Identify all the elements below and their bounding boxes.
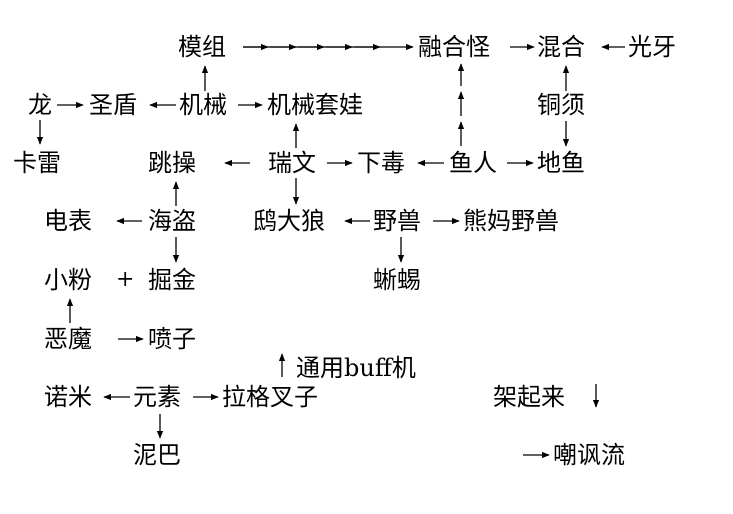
node-yuren: 鱼人 [449, 149, 497, 177]
node-juejin: 掘金 [148, 266, 196, 294]
node-lage-chazi: 拉格叉子 [222, 383, 318, 411]
node-jixie: 机械 [179, 91, 227, 119]
node-tongyong-buff: 通用buff机 [296, 354, 416, 382]
node-yeshou: 野兽 [373, 207, 421, 235]
node-mozu: 模组 [178, 33, 226, 61]
node-jiaqilai: 架起来 [493, 383, 565, 411]
node-hunhe: 混合 [537, 33, 585, 61]
node-ruiwen: 瑞文 [268, 149, 316, 177]
node-chaofengliu: 嘲讽流 [553, 441, 625, 469]
node-emo: 恶魔 [44, 325, 92, 353]
node-penzi: 喷子 [148, 325, 196, 353]
node-dianbiao: 电表 [44, 207, 92, 235]
node-nuomi: 诺米 [44, 383, 92, 411]
node-tiaocao: 跳操 [148, 149, 196, 177]
node-shidalang: 鸱大狼 [253, 207, 325, 235]
plus-sign: + [116, 267, 135, 292]
node-jixie-taowa: 机械套娃 [267, 91, 363, 119]
node-long: 龙 [28, 91, 52, 119]
node-ronghe-guai: 融合怪 [418, 33, 490, 61]
node-haidao: 海盗 [148, 207, 196, 235]
node-yuansu: 元素 [133, 383, 181, 411]
node-niba: 泥巴 [133, 441, 181, 469]
node-guangya: 光牙 [628, 33, 676, 61]
node-shengdun: 圣盾 [89, 91, 137, 119]
node-xiadu: 下毒 [357, 149, 405, 177]
node-tongxu: 铜须 [537, 91, 585, 119]
node-xiaofen: 小粉 [44, 266, 92, 294]
node-xiyi: 蜥蜴 [373, 266, 421, 294]
node-diyu: 地鱼 [537, 149, 585, 177]
node-kalei: 卡雷 [13, 149, 61, 177]
node-xiongma-yeshou: 熊妈野兽 [463, 207, 559, 235]
